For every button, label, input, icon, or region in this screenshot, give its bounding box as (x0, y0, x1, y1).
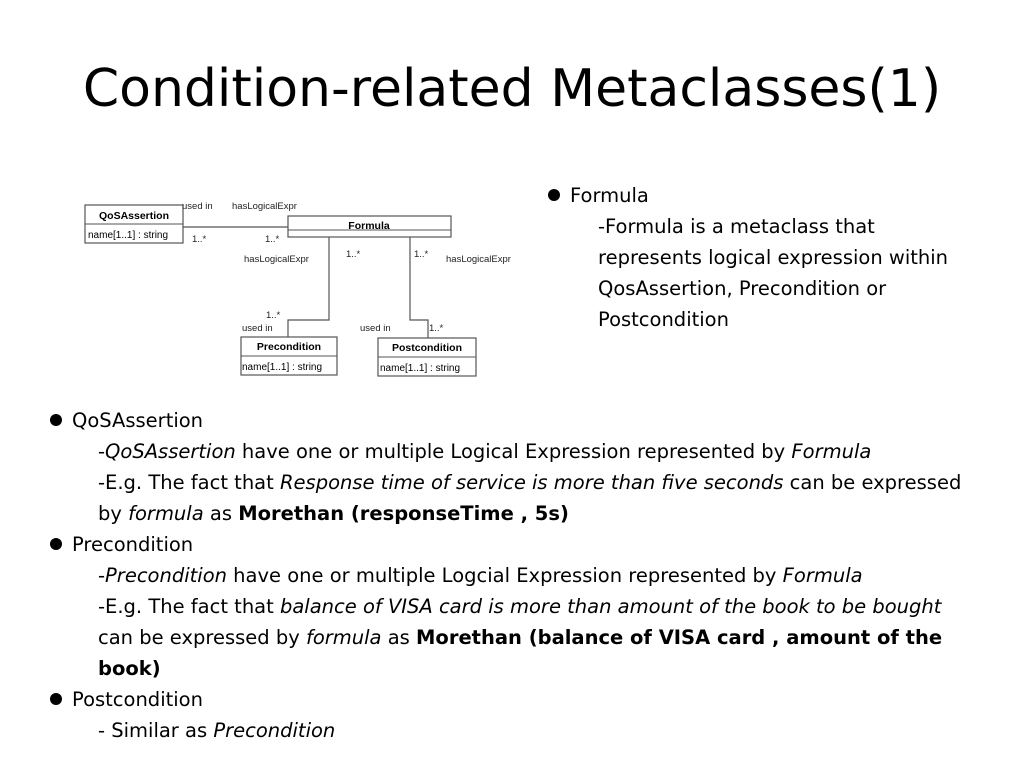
pre-line-3-as: as (381, 626, 417, 649)
label-qos-mult-right: 1..* (265, 234, 280, 245)
pre-line-1-subject: Precondition (105, 564, 227, 587)
qos-line-1: -QoSAssertion have one or multiple Logic… (50, 436, 1010, 467)
qos-line-1-dash: - (98, 440, 106, 463)
post-line-1-prefix: - Similar as (98, 719, 214, 742)
qos-line-1-mid: have one or multiple Logical Expression … (235, 440, 792, 463)
formula-line-3: QosAssertion, Precondition or (598, 277, 887, 300)
formula-line-2: represents logical expression within (598, 246, 949, 269)
qos-line-2-prefix: -E.g. The fact that (98, 471, 280, 494)
bullet-qosassertion: QoSAssertion (50, 405, 1010, 436)
class-postcondition-attr: name[1..1] : string (380, 363, 460, 374)
pre-line-1-object: Formula (782, 564, 863, 587)
class-precondition-attr: name[1..1] : string (242, 362, 322, 373)
formula-line-1: -Formula is a metaclass that (598, 215, 875, 238)
bullet-dot-icon (50, 538, 62, 550)
bullet-dot-icon (548, 189, 560, 201)
qos-line-3-formula: formula (128, 502, 204, 525)
qos-line-2-fact: Response time of service is more than fi… (279, 471, 784, 494)
qos-line-2: -E.g. The fact that Response time of ser… (50, 467, 1010, 498)
qos-line-3-prefix: by (98, 502, 129, 525)
qos-line-1-object: Formula (791, 440, 872, 463)
pre-line-3: can be expressed by formula as Morethan … (50, 622, 1010, 653)
pre-heading: Precondition (72, 533, 194, 556)
class-formula: Formula (287, 215, 452, 238)
label-post-mult-top: 1..* (414, 249, 429, 260)
bullet-dot-icon (50, 693, 62, 705)
label-qos-mult-left: 1..* (192, 234, 207, 245)
post-line-1: - Similar as Precondition (50, 715, 1010, 746)
pre-line-2-prefix: -E.g. The fact that (98, 595, 280, 618)
formula-heading: Formula (570, 184, 649, 207)
label-pre-has-logical: hasLogicalExpr (244, 254, 309, 265)
bullet-precondition: Precondition (50, 529, 1010, 560)
class-qosassertion-name: QoSAssertion (99, 210, 169, 222)
qos-heading: QoSAssertion (72, 409, 204, 432)
qos-line-3: by formula as Morethan (responseTime , 5… (50, 498, 1010, 529)
pre-line-4: book) (50, 653, 1010, 684)
uml-diagram-svg: QoSAssertion name[1..1] : string Formula… (84, 201, 511, 377)
label-pre-mult-bottom: 1..* (266, 310, 281, 321)
bullet-postcondition: Postcondition (50, 684, 1010, 715)
label-post-used-in: used in (360, 323, 391, 334)
class-precondition-name: Precondition (257, 341, 321, 353)
label-pre-mult-top: 1..* (346, 249, 361, 260)
class-formula-name: Formula (348, 220, 390, 232)
class-qosassertion: QoSAssertion name[1..1] : string (84, 204, 184, 244)
qos-line-2-suffix: can be expressed (783, 471, 962, 494)
pre-line-3-formula: formula (305, 626, 382, 649)
pre-line-1-mid: have one or multiple Logcial Expression … (226, 564, 783, 587)
class-postcondition: Postcondition name[1..1] : string (377, 337, 477, 377)
class-postcondition-name: Postcondition (392, 342, 462, 354)
pre-line-1: -Precondition have one or multiple Logci… (50, 560, 1010, 591)
class-qosassertion-attr: name[1..1] : string (88, 230, 168, 241)
qos-line-3-as: as (203, 502, 239, 525)
association-lines (183, 226, 429, 338)
pre-line-4-expr: book) (98, 657, 161, 680)
pre-line-3-expr: Morethan (balance of VISA card , amount … (416, 626, 943, 649)
pre-line-2-fact: balance of VISA card is more than amount… (279, 595, 942, 618)
label-post-has-logical: hasLogicalExpr (446, 254, 511, 265)
bullet-dot-icon (50, 414, 62, 426)
bullet-formula: Formula (548, 180, 988, 211)
uml-class-diagram: QoSAssertion name[1..1] : string Formula… (80, 190, 540, 390)
label-post-mult-bottom: 1..* (429, 323, 444, 334)
formula-line-4: Postcondition (598, 308, 729, 331)
label-pre-used-in: used in (242, 323, 273, 334)
label-qos-used-in: used in (182, 201, 213, 212)
label-qos-has-logical: hasLogicalExpr (232, 201, 297, 212)
qos-line-1-subject: QoSAssertion (105, 440, 236, 463)
association-labels: used in hasLogicalExpr 1..* 1..* hasLogi… (182, 201, 511, 334)
formula-description: Formula -Formula is a metaclass that rep… (548, 180, 988, 335)
slide-title: Condition-related Metaclasses(1) (82, 59, 942, 119)
pre-line-2: -E.g. The fact that balance of VISA card… (50, 591, 1010, 622)
post-heading: Postcondition (72, 688, 203, 711)
pre-line-3-prefix: can be expressed by (98, 626, 306, 649)
pre-line-1-dash: - (98, 564, 106, 587)
class-precondition: Precondition name[1..1] : string (240, 336, 338, 376)
bullet-list: QoSAssertion -QoSAssertion have one or m… (50, 405, 1010, 746)
post-line-1-object: Precondition (213, 719, 336, 742)
qos-line-3-expr: Morethan (responseTime , 5s) (238, 502, 569, 525)
